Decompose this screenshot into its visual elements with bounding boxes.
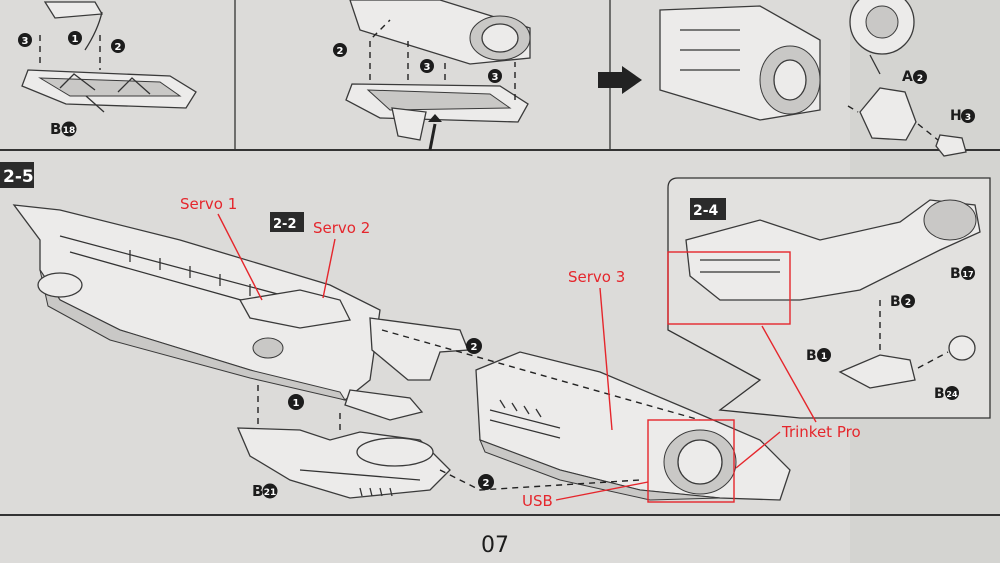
assembly-marker-label: 1 [293, 398, 300, 409]
part-callout-b18: B 18 [50, 120, 77, 138]
annotation-label: Servo 1 [180, 195, 237, 213]
step-marker-label: 2 [337, 46, 344, 57]
part-letter: B [890, 294, 901, 310]
arrow-icon [598, 66, 642, 94]
part-callout-b21: B 21 [252, 482, 278, 500]
assembly-line [381, 329, 701, 421]
top-section: 3 1 2 B 18 2 [0, 0, 1000, 157]
part-callout-a2: A 2 [902, 69, 927, 85]
step-markers-left: 3 1 2 [18, 31, 125, 53]
step-marker-label: 3 [22, 36, 29, 47]
part-callout-h3: H 3 [950, 108, 975, 124]
middle-subassembly-drawing [345, 0, 531, 151]
reference-badge: 2-2 [270, 212, 304, 232]
servo-3-annotation: Servo 3 [568, 268, 625, 431]
page-number: 07 [481, 533, 509, 558]
bottom-part-drawing [237, 380, 451, 499]
annotation-label: USB [522, 492, 553, 510]
step-marker [18, 33, 32, 47]
right-subassembly-drawing [598, 0, 967, 157]
part-letter: B [950, 266, 961, 282]
step-marker-label: 3 [424, 62, 431, 73]
part-number: 1 [821, 352, 827, 362]
annotation-label: Servo 2 [313, 219, 370, 237]
part-number: 21 [264, 488, 277, 498]
usb-annotation: USB [522, 481, 649, 510]
assembly-marker-label: 2 [483, 478, 490, 489]
main-hull-drawing [12, 204, 469, 421]
part-number: 2 [917, 74, 923, 84]
servo-1-annotation: Servo 1 [180, 195, 263, 301]
callout-badge-label: 2-4 [693, 203, 719, 219]
step-marker-label: 3 [492, 72, 499, 83]
assembly-marker-label: 2 [471, 342, 478, 353]
callout-part-b1: B 1 [806, 348, 831, 364]
step-markers-middle: 2 3 3 [333, 43, 502, 83]
part-number: 17 [962, 270, 973, 279]
annotation-label: Servo 3 [568, 268, 625, 286]
part-letter: B [806, 348, 817, 364]
left-subassembly-drawing [21, 1, 197, 113]
annotation-label: Trinket Pro [781, 423, 861, 441]
part-number: 18 [63, 126, 76, 136]
trinket-pro-annotation: Trinket Pro [647, 251, 861, 503]
part-letter: B [934, 386, 945, 402]
part-letter: H [950, 108, 962, 124]
assembly-markers: 2 1 2 [288, 338, 494, 490]
callout-part-b2: B 2 [890, 294, 915, 310]
part-number: 2 [905, 298, 911, 308]
rear-assembly-drawing [475, 351, 791, 501]
step-marker-label: 1 [72, 34, 79, 45]
step-badge: 2-5 [0, 162, 34, 188]
part-letter: A [902, 69, 913, 85]
reference-badge-label: 2-2 [273, 217, 297, 232]
step-marker-label: 2 [115, 42, 122, 53]
detail-callout: 2-4 [667, 177, 991, 419]
servo-2-annotation: Servo 2 [313, 219, 370, 299]
part-letter: B [252, 482, 263, 500]
step-marker [111, 39, 125, 53]
step-marker [68, 31, 82, 45]
callout-part-b17: B 17 [950, 266, 975, 282]
highlight-box [667, 251, 791, 325]
callout-part-b24: B 24 [934, 386, 959, 402]
part-number: 24 [946, 390, 958, 399]
part-letter: B [50, 120, 61, 138]
highlight-box [647, 419, 735, 503]
step-title: 2-5 [3, 167, 34, 187]
part-number: 3 [965, 113, 971, 123]
assembly-line [439, 469, 641, 491]
